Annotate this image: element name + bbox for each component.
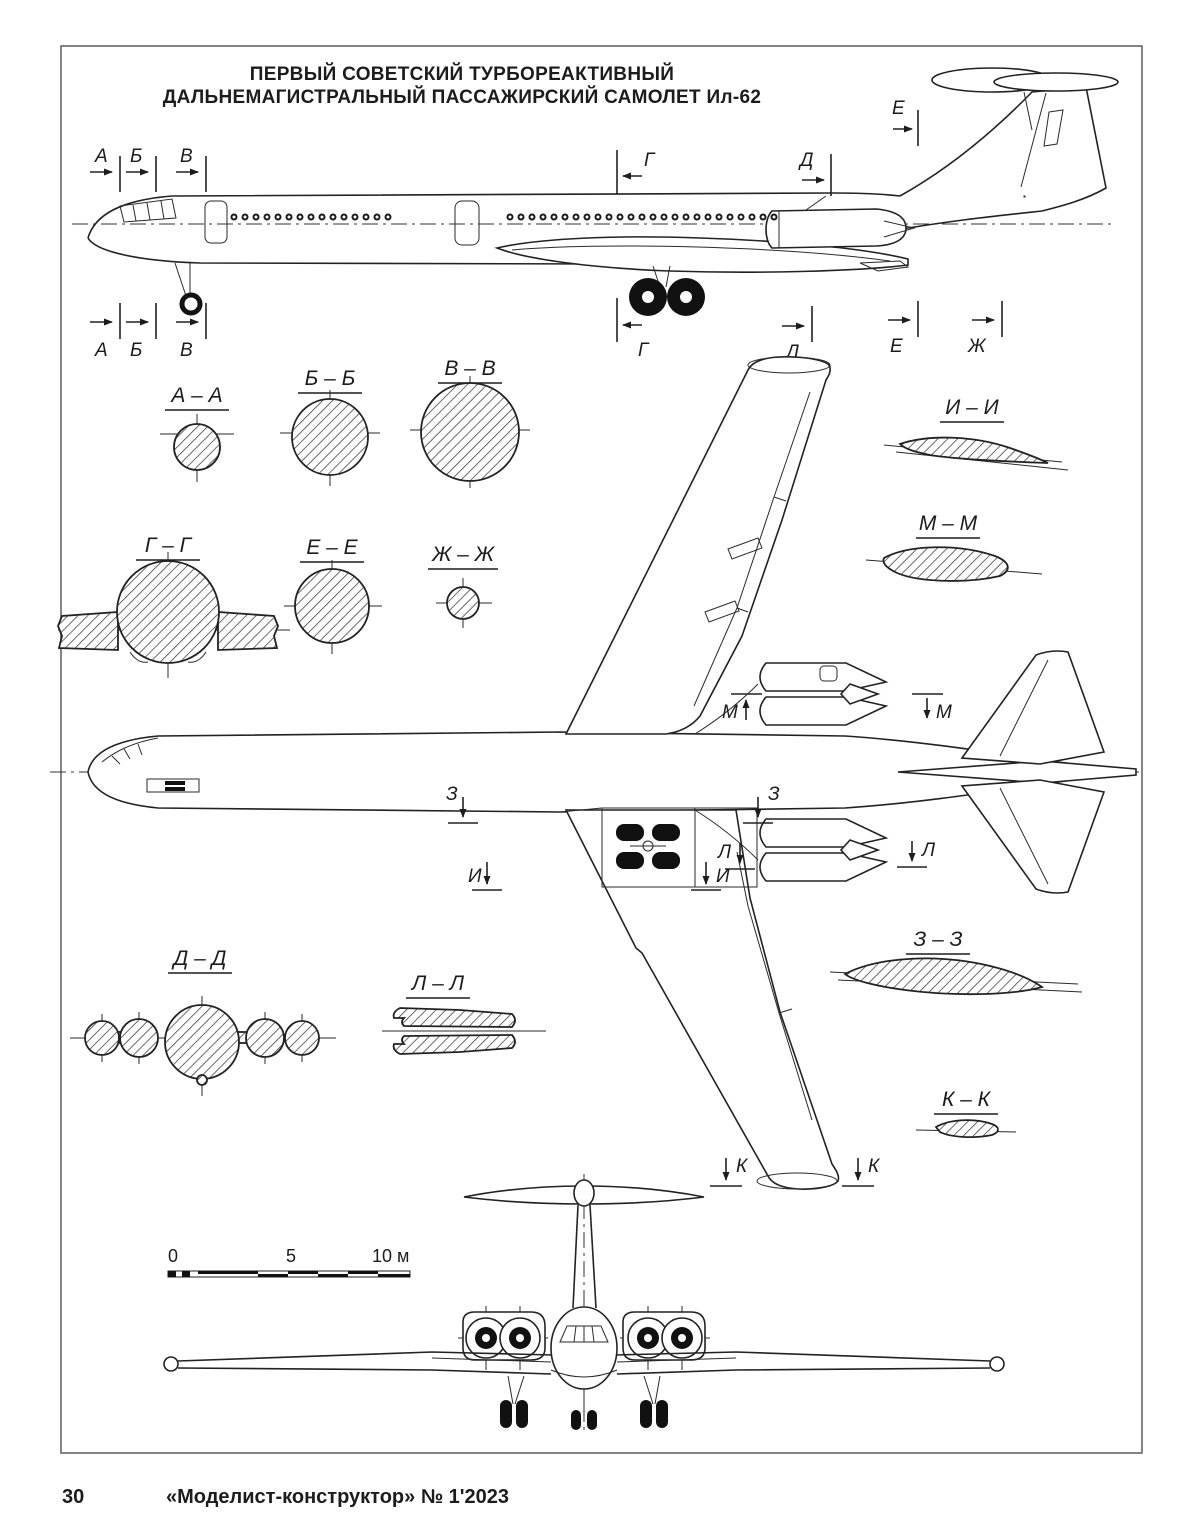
marker-i-right: И <box>716 866 730 887</box>
plan-section-markers: М М З З Л Л И И К К <box>446 693 952 1187</box>
marker-i-left: И <box>468 866 482 887</box>
marker-m-left: М <box>722 702 738 723</box>
marker-a-bottom: А <box>94 340 108 361</box>
nose-gear-side <box>174 262 203 316</box>
airfoil-sections: И – И М – М З – З К – К Л – Л <box>382 396 1083 1139</box>
section-label-ee: Е – Е <box>306 536 358 559</box>
section-markers-bottom: А Б В Г Д Е Ж <box>90 298 1003 363</box>
main-gear-bogie-plan <box>616 824 680 869</box>
marker-z-left: З <box>446 784 458 805</box>
marker-l-left: Л <box>716 842 732 863</box>
marker-e-top: Е <box>892 98 905 119</box>
section-label-dd: Д – Д <box>172 947 227 970</box>
engine-nacelles-upper-plan <box>694 662 889 735</box>
page-footer: 30 «Моделист-конструктор» № 1'2023 <box>62 1486 509 1508</box>
magazine-credit: «Моделист-конструктор» № 1'2023 <box>166 1486 509 1508</box>
marker-m-right: М <box>936 702 952 723</box>
section-label-zhzh: Ж – Ж <box>431 543 496 566</box>
marker-b-top: Б <box>130 146 142 167</box>
section-label-bb: Б – Б <box>305 367 356 390</box>
drawing-title: ПЕРВЫЙ СОВЕТСКИЙ ТУРБОРЕАКТИВНЫЙ ДАЛЬНЕМ… <box>163 63 761 108</box>
scale-0: 0 <box>168 1246 178 1266</box>
scale-10m: 10 м <box>372 1246 409 1266</box>
marker-l-right: Л <box>920 840 936 861</box>
section-label-ii: И – И <box>945 396 999 419</box>
section-label-vv: В – В <box>444 357 495 380</box>
marker-k-left: К <box>736 1156 749 1177</box>
title-line-1: ПЕРВЫЙ СОВЕТСКИЙ ТУРБОРЕАКТИВНЫЙ <box>250 63 674 85</box>
marker-z-right: З <box>768 784 780 805</box>
front-view <box>163 1174 1005 1432</box>
section-label-kk: К – К <box>942 1088 992 1111</box>
marker-g-top: Г <box>644 150 656 171</box>
wings-front <box>163 1351 1005 1375</box>
fuselage-cross-sections: А – А Б – Б В – В Г – Г Е – Е Ж – Ж Д – … <box>57 357 530 1096</box>
title-line-2: ДАЛЬНЕМАГИСТРАЛЬНЫЙ ПАССАЖИРСКИЙ САМОЛЕТ… <box>163 86 761 108</box>
section-label-zz: З – З <box>913 928 962 951</box>
section-markers-top: А Б В Г Д Е <box>90 98 919 196</box>
plan-view: М М З З Л Л И И К К <box>50 356 1140 1190</box>
landing-gear-front <box>500 1375 668 1430</box>
engines-front <box>458 1306 710 1370</box>
side-view: А Б В Г Д Е А Б В Г Д Е <box>72 67 1119 363</box>
marker-d-top: Д <box>798 150 813 171</box>
scale-5: 5 <box>286 1246 296 1266</box>
marker-k-right: К <box>868 1156 881 1177</box>
page-number: 30 <box>62 1486 84 1508</box>
section-label-mm: М – М <box>919 512 978 535</box>
marker-v-top: В <box>180 146 193 167</box>
marker-zh-bottom: Ж <box>967 336 987 357</box>
scale-bar: 0 5 10 м <box>167 1246 411 1278</box>
section-label-ll: Л – Л <box>410 972 465 995</box>
section-label-gg: Г – Г <box>145 534 193 557</box>
marker-v-bottom: В <box>180 340 193 361</box>
marker-e-bottom: Е <box>890 336 903 357</box>
marker-b-bottom: Б <box>130 340 142 361</box>
section-label-aa: А – А <box>169 384 222 407</box>
marker-a-top: А <box>94 146 108 167</box>
marker-g-bottom: Г <box>638 340 650 361</box>
main-gear-side <box>629 265 705 316</box>
engine-nacelles-lower-plan <box>694 809 889 882</box>
